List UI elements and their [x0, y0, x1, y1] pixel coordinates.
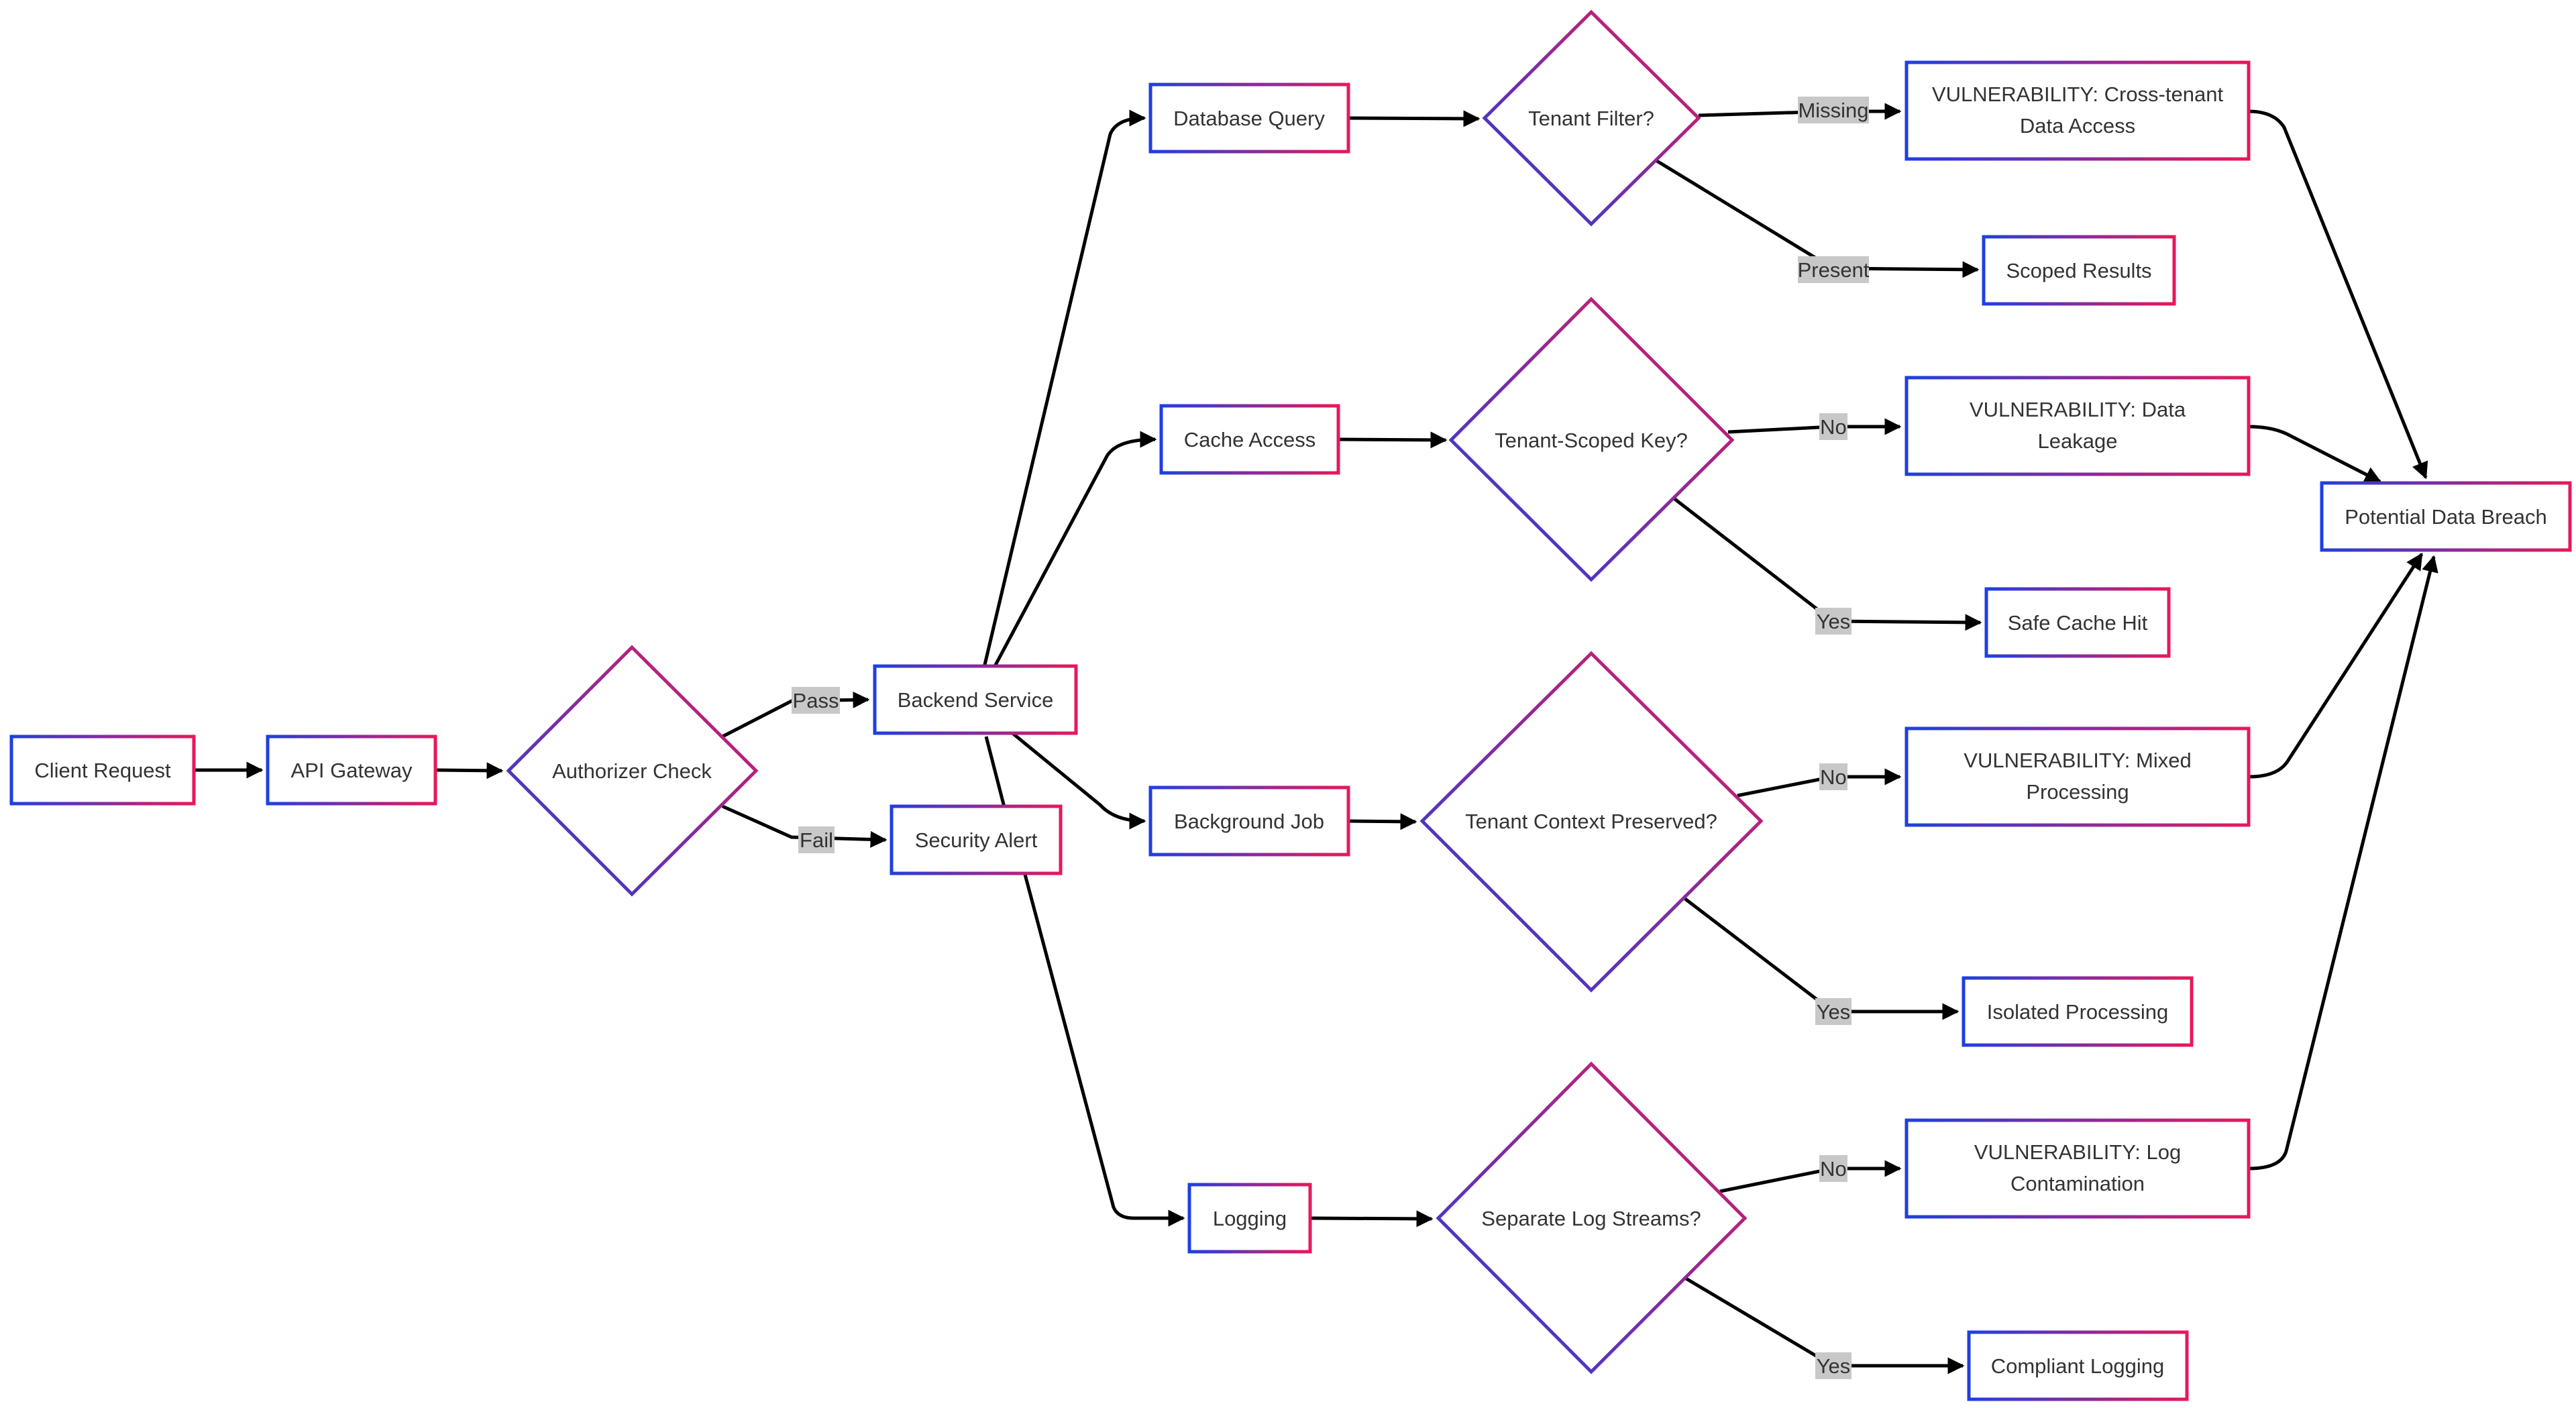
svg-text:Data Access: Data Access [2020, 114, 2135, 138]
edge-backend-bgjob [1010, 731, 1146, 830]
edge-alert-logging [1022, 871, 1185, 1227]
node-backend-service: Backend Service [873, 664, 1078, 735]
svg-text:Leakage: Leakage [2038, 429, 2118, 453]
svg-text:VULNERABILITY: Data: VULNERABILITY: Data [1970, 398, 2186, 421]
node-logging: Logging [1187, 1183, 1312, 1254]
node-potential-data-breach: Potential Data Breach [2320, 481, 2572, 552]
edge-backend-alert [984, 736, 1006, 808]
svg-text:Contamination: Contamination [2010, 1172, 2145, 1195]
svg-text:Client Request: Client Request [34, 759, 171, 782]
svg-text:Tenant Context Preserved?: Tenant Context Preserved? [1465, 810, 1717, 833]
svg-text:Background Job: Background Job [1174, 810, 1324, 833]
edge-label-no-bgjob: No [1819, 763, 1847, 790]
node-tenant-scoped-key: Tenant-Scoped Key? [1448, 296, 1735, 582]
edge-tenantkey-vulnleak [1727, 418, 1902, 435]
svg-text:Pass: Pass [793, 689, 839, 712]
svg-text:Yes: Yes [1817, 610, 1851, 633]
edge-vulnlog-breach [2248, 555, 2438, 1171]
node-cache-access: Cache Access [1159, 404, 1340, 475]
edge-label-present: Present [1798, 256, 1870, 283]
edge-tenantctx-vulnmixed [1737, 768, 1902, 798]
edge-dbquery-tenantfilter [1348, 110, 1481, 127]
svg-text:API Gateway: API Gateway [291, 759, 413, 782]
svg-text:Authorizer Check: Authorizer Check [552, 759, 712, 783]
edge-label-no-log: No [1819, 1155, 1847, 1182]
edge-tenantctx-isolated [1684, 898, 1960, 1020]
edge-tenantkey-safecache [1672, 496, 1982, 631]
edge-bgjob-tenantctx [1348, 813, 1417, 830]
node-tenant-filter: Tenant Filter? [1482, 9, 1701, 227]
edge-vulncross-breach [2248, 109, 2428, 480]
node-separate-log-streams: Separate Log Streams? [1436, 1061, 1748, 1374]
node-vulnerability-data-leakage: VULNERABILITY: Data Leakage [1904, 376, 2251, 476]
edge-label-yes-bgjob: Yes [1815, 998, 1851, 1025]
svg-text:No: No [1820, 1157, 1847, 1181]
edge-label-yes-cache: Yes [1815, 608, 1851, 635]
edge-label-no-cache: No [1819, 413, 1847, 440]
edge-logstreams-vulnlog [1719, 1160, 1902, 1193]
edge-authorizer-alert [721, 804, 888, 848]
svg-text:Cache Access: Cache Access [1184, 428, 1316, 451]
edge-backend-dbquery [982, 109, 1146, 668]
svg-text:Present: Present [1798, 258, 1870, 282]
edge-label-fail: Fail [798, 826, 835, 853]
edge-tenantfilter-scoped [1656, 159, 1980, 278]
edge-cache-tenantkey [1338, 431, 1448, 449]
edge-logging-logstreams [1310, 1210, 1434, 1228]
svg-text:VULNERABILITY: Mixed: VULNERABILITY: Mixed [1964, 749, 2191, 772]
edge-labels: Pass Fail Missing Present No Yes No Yes [792, 97, 1870, 1379]
node-vulnerability-log-contamination: VULNERABILITY: Log Contamination [1904, 1118, 2251, 1219]
node-client-request: Client Request [9, 735, 196, 806]
svg-text:VULNERABILITY: Cross-tenant: VULNERABILITY: Cross-tenant [1932, 83, 2224, 106]
svg-text:Processing: Processing [2026, 780, 2129, 804]
node-vulnerability-mixed-processing: VULNERABILITY: Mixed Processing [1904, 726, 2251, 827]
svg-text:No: No [1820, 765, 1847, 789]
svg-text:Database Query: Database Query [1173, 107, 1325, 130]
svg-text:Backend Service: Backend Service [898, 688, 1054, 712]
node-security-alert: Security Alert [890, 804, 1063, 875]
svg-text:Scoped Results: Scoped Results [2006, 259, 2151, 282]
svg-text:Yes: Yes [1817, 1000, 1851, 1024]
svg-text:Security Alert: Security Alert [915, 828, 1038, 852]
node-background-job: Background Job [1148, 786, 1350, 857]
svg-text:Missing: Missing [1798, 99, 1868, 122]
node-vulnerability-cross-tenant: VULNERABILITY: Cross-tenant Data Access [1904, 60, 2251, 161]
svg-text:Potential Data Breach: Potential Data Breach [2345, 505, 2547, 529]
svg-text:Isolated Processing: Isolated Processing [1987, 1000, 2169, 1024]
edge-label-missing: Missing [1798, 97, 1869, 123]
node-isolated-processing: Isolated Processing [1962, 976, 2194, 1047]
edge-label-pass: Pass [792, 687, 840, 714]
svg-text:VULNERABILITY: Log: VULNERABILITY: Log [1974, 1140, 2181, 1164]
node-authorizer-check: Authorizer Check [506, 645, 759, 897]
node-safe-cache-hit: Safe Cache Hit [1984, 587, 2171, 658]
node-api-gateway: API Gateway [266, 735, 437, 806]
edge-gateway-authorizer [436, 762, 504, 779]
svg-text:Separate Log Streams?: Separate Log Streams? [1481, 1207, 1701, 1230]
svg-text:No: No [1820, 415, 1847, 439]
svg-text:Logging: Logging [1213, 1207, 1287, 1230]
edge-vulnleak-breach [2248, 425, 2382, 484]
svg-text:Compliant Logging: Compliant Logging [1991, 1354, 2165, 1378]
edge-vulnmixed-breach [2248, 552, 2424, 779]
svg-text:Yes: Yes [1817, 1354, 1851, 1378]
svg-text:Safe Cache Hit: Safe Cache Hit [2008, 611, 2148, 635]
nodes: Client Request API Gateway Authorizer Ch… [9, 9, 2572, 1401]
svg-text:Fail: Fail [800, 828, 833, 852]
edge-backend-cache [992, 431, 1157, 669]
node-scoped-results: Scoped Results [1982, 235, 2176, 306]
node-tenant-context-preserved: Tenant Context Preserved? [1419, 651, 1764, 993]
edge-label-yes-log: Yes [1815, 1352, 1851, 1379]
node-compliant-logging: Compliant Logging [1967, 1330, 2189, 1401]
svg-text:Tenant-Scoped Key?: Tenant-Scoped Key? [1495, 429, 1688, 452]
node-database-query: Database Query [1148, 83, 1350, 154]
svg-text:Tenant Filter?: Tenant Filter? [1528, 107, 1654, 130]
